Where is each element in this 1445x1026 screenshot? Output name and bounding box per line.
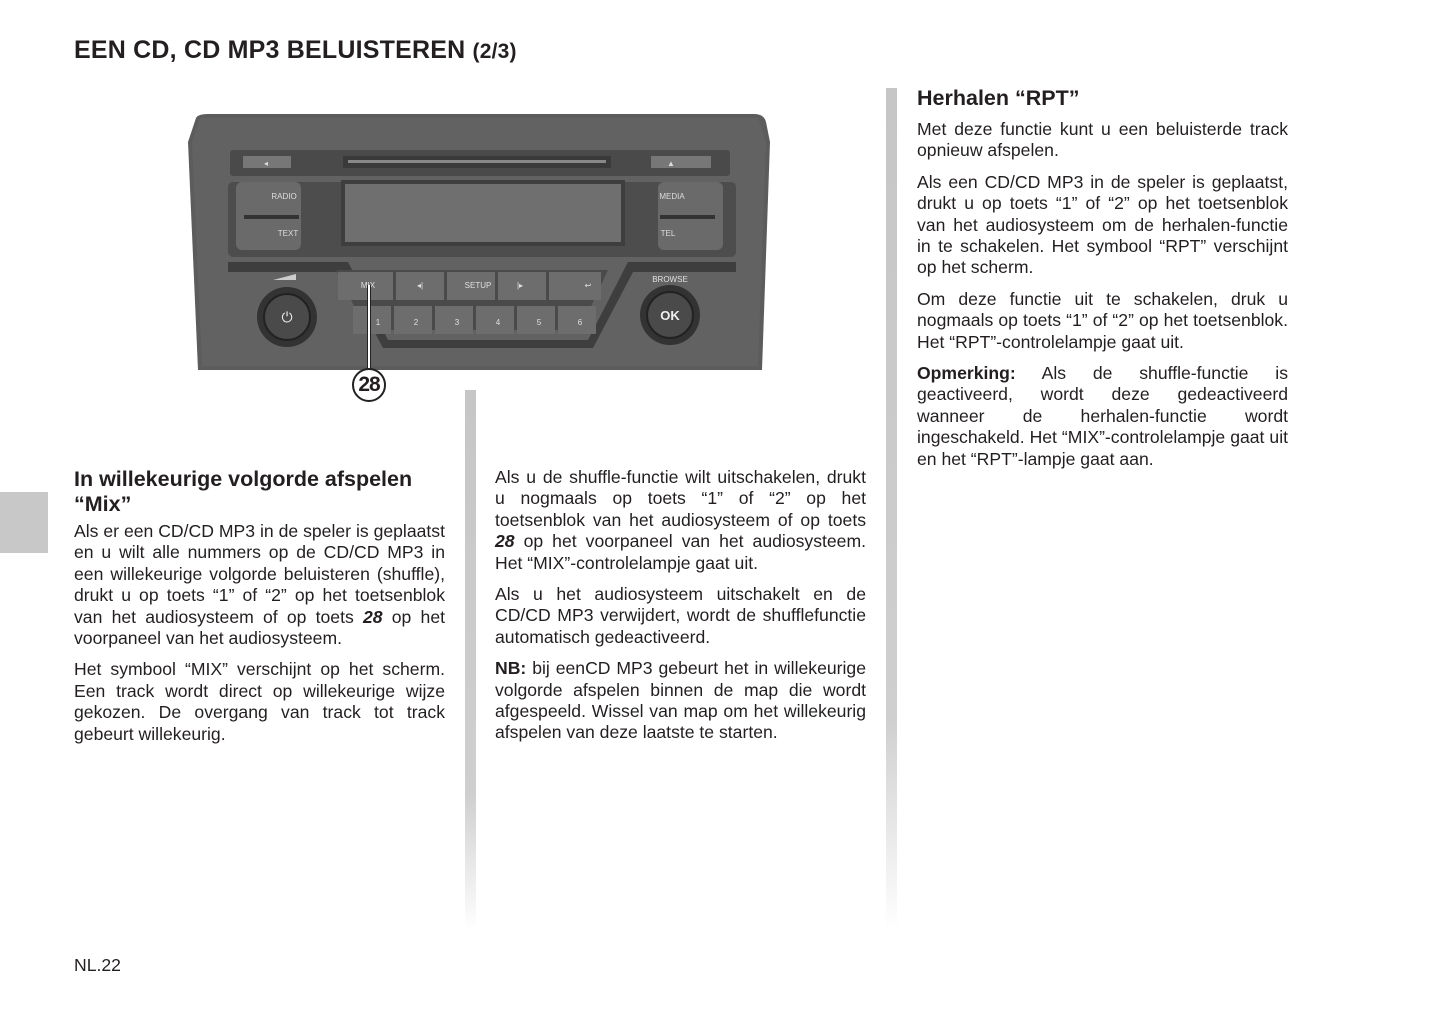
title-text: EEN CD, CD MP3 BELUISTEREN	[74, 36, 466, 64]
svg-text:BROWSE: BROWSE	[652, 275, 688, 284]
page-number: NL.22	[74, 955, 121, 975]
note-label: Opmerking:	[917, 363, 1016, 384]
svg-text:MEDIA: MEDIA	[659, 192, 685, 201]
svg-text:⏻: ⏻	[281, 309, 292, 325]
text: op het voorpaneel van het audiosysteem. …	[495, 531, 866, 573]
svg-text:4: 4	[496, 318, 501, 327]
paragraph: Als een CD/CD MP3 in de speler is geplaa…	[917, 171, 1288, 278]
svg-text:TEL: TEL	[661, 229, 676, 238]
title-part: (2/3)	[472, 40, 517, 63]
text: Als u de shuffle-functie wilt uitschakel…	[495, 467, 866, 530]
paragraph: Om deze functie uit te schakelen, druk u…	[917, 288, 1288, 352]
page-title: EEN CD, CD MP3 BELUISTEREN (2/3)	[74, 36, 517, 65]
text: bij eenCD MP3 gebeurt het in willekeurig…	[495, 658, 866, 743]
text: Als er een CD/CD MP3 in de speler is gep…	[74, 521, 445, 627]
svg-text:6: 6	[578, 318, 583, 327]
paragraph: Als er een CD/CD MP3 in de speler is gep…	[74, 521, 445, 649]
column-1: In willekeurige volgorde afspelen “Mix” …	[74, 467, 445, 755]
svg-text:◂|: ◂|	[417, 281, 423, 290]
section-heading-rpt: Herhalen “RPT”	[917, 86, 1080, 110]
svg-text:SETUP: SETUP	[465, 281, 492, 290]
svg-text:|▸: |▸	[517, 281, 523, 290]
callout-line	[367, 285, 371, 369]
column-2: Als u de shuffle-functie wilt uitschakel…	[495, 467, 866, 754]
paragraph: Opmerking: Als de shuffle-functie is gea…	[917, 363, 1288, 470]
text: Als de shuffle-functie is geactiveerd, w…	[917, 363, 1288, 469]
svg-text:5: 5	[537, 318, 542, 327]
column-divider	[886, 88, 897, 930]
paragraph: NB: bij eenCD MP3 gebeurt het in willeke…	[495, 658, 866, 744]
note-label: NB:	[495, 658, 527, 679]
svg-text:◂: ◂	[264, 159, 268, 168]
radio-illustration: ◂ ▲ RADIO TEXT MEDIA TEL MIX◂|SETUP|▸↩ 1…	[188, 114, 770, 370]
paragraph: Met deze functie kunt u een beluisterde …	[917, 119, 1288, 161]
column-3: Herhalen “RPT” Met deze functie kunt u e…	[917, 86, 1288, 480]
svg-text:2: 2	[414, 318, 419, 327]
svg-text:TEXT: TEXT	[278, 229, 299, 238]
svg-text:OK: OK	[660, 308, 680, 323]
column-divider	[465, 390, 476, 930]
section-tab	[0, 492, 48, 553]
callout-28: 28	[352, 368, 386, 402]
radio-button-label: RADIO	[271, 192, 296, 201]
paragraph: Het symbool “MIX” verschijnt op het sche…	[74, 659, 445, 744]
svg-text:3: 3	[455, 318, 460, 327]
paragraph: Als u het audiosysteem uitschakelt en de…	[495, 584, 866, 647]
svg-text:↩: ↩	[585, 281, 592, 290]
svg-text:1: 1	[376, 318, 381, 327]
reference-number: 28	[495, 531, 515, 552]
reference-number: 28	[362, 606, 383, 627]
paragraph: Als u de shuffle-functie wilt uitschakel…	[495, 467, 866, 574]
text: op het voorpaneel van het audiosysteem.	[74, 606, 445, 649]
svg-text:▲: ▲	[667, 159, 675, 168]
section-heading-mix: In willekeurige volgorde afspelen “Mix”	[74, 467, 413, 516]
